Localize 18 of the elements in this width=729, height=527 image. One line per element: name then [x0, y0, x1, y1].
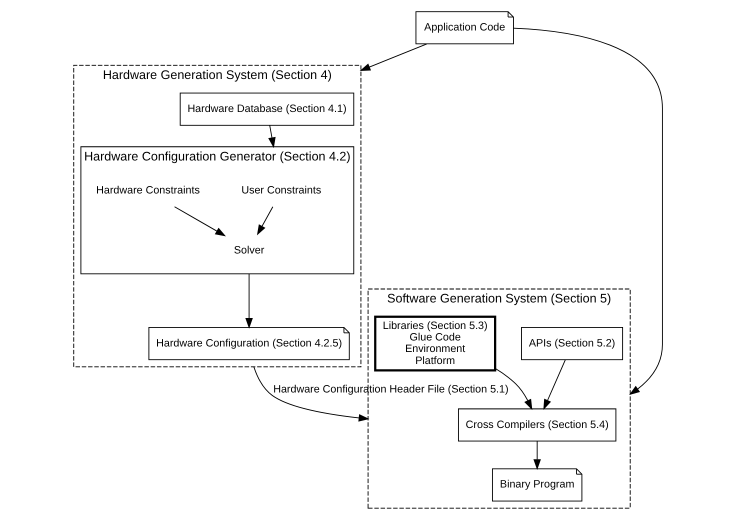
node-box: APIs (Section 5.2)	[521, 327, 624, 360]
node-text: User Constraints	[241, 184, 322, 196]
node-box: Cross Compilers (Section 5.4)	[458, 408, 616, 442]
node-box: Hardware Database (Section 4.1)	[180, 92, 354, 126]
arrow	[533, 440, 541, 470]
node-box: Libraries (Section 5.3) Glue Code Environment Platform	[374, 316, 496, 372]
node-text: Solver	[234, 244, 264, 256]
arrow	[253, 366, 370, 422]
arrow	[513, 28, 663, 396]
edge-label: Hardware Configuration Header File (Section 5.1)	[273, 383, 509, 396]
arrow	[256, 206, 274, 236]
arrow	[494, 368, 532, 410]
arrow	[268, 124, 276, 148]
arrow	[245, 273, 253, 329]
arrow	[543, 359, 566, 410]
node-text: Hardware Constraints	[96, 184, 200, 196]
arrow	[360, 43, 428, 71]
arrow	[174, 206, 226, 236]
